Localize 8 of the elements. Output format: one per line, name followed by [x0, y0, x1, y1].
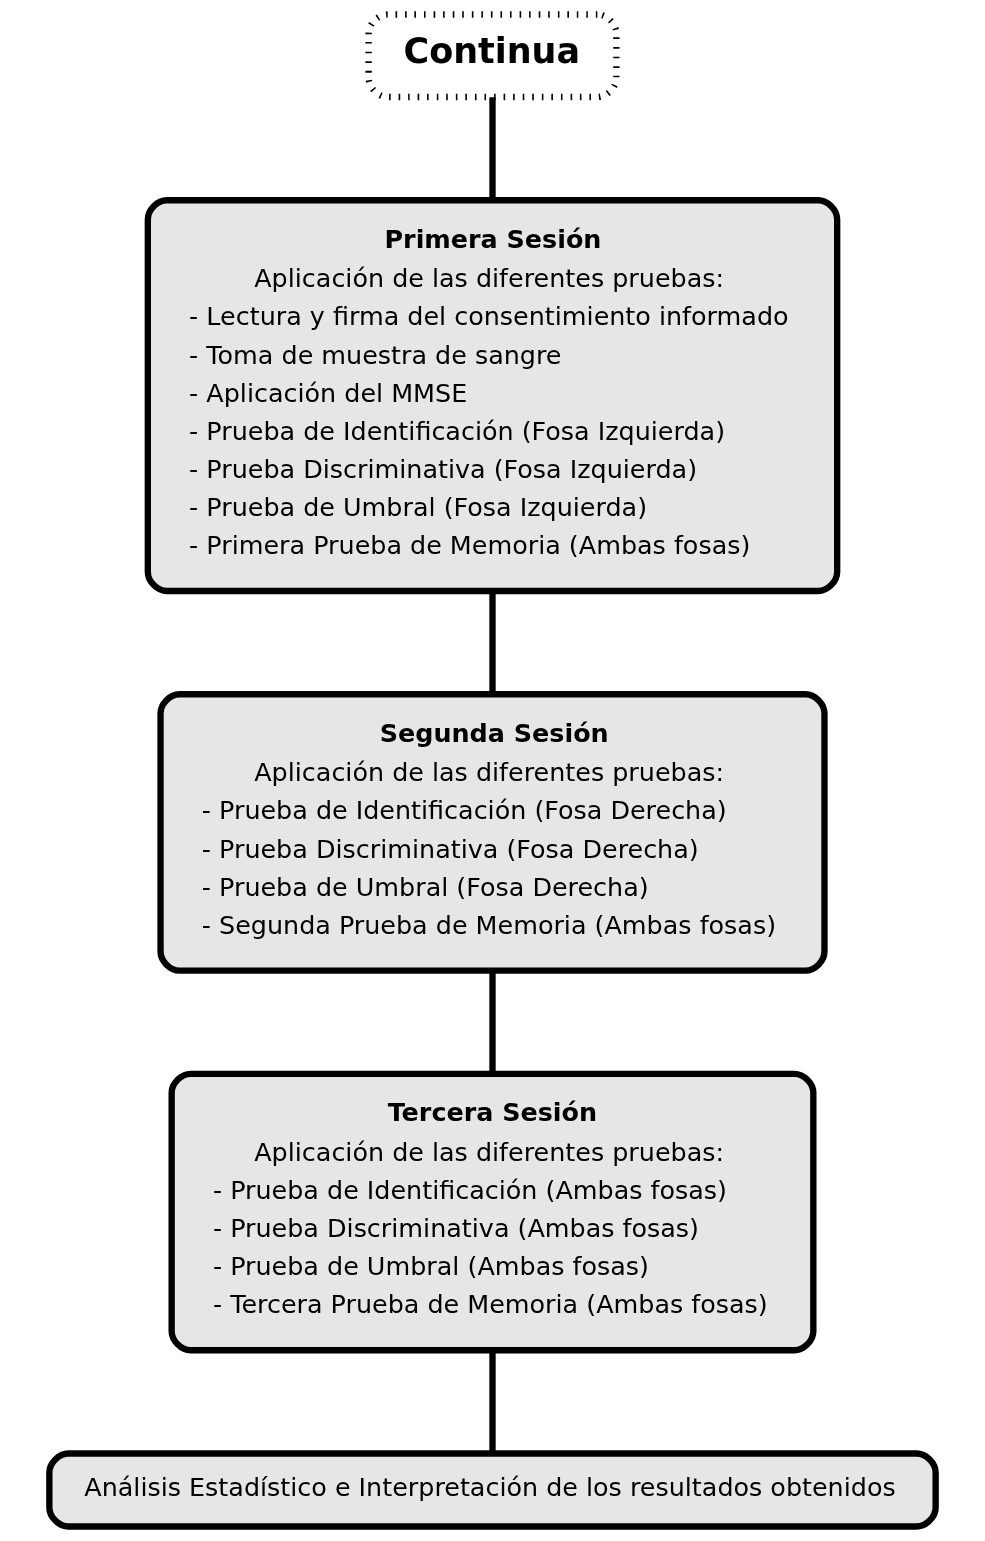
connector [489, 591, 496, 695]
connector [489, 971, 496, 1074]
connector [489, 1350, 496, 1453]
node-box: Segunda Sesión Aplicación de las diferentes pruebas: - Prueba de Identificación (Fosa Derecha) - Prueba Discriminativa (Fosa Derecha) - Prueba de Umbral (Fosa Derecha) - Segunda Prueba de Memoria (Ambas fosas) [157, 691, 828, 974]
node-box: Continua [365, 11, 620, 101]
node-box: Tercera Sesión Aplicación de las diferentes pruebas: - Prueba de Identificación (Ambas fosas) - Prueba Discriminativa (Ambas fosas) - Prueba de Umbral (Ambas fosas) - Tercera Prueba de Memoria (Ambas fosas) [168, 1070, 817, 1354]
node-box: Análisis Estadístico e Interpretación de los resultados obtenidos [46, 1450, 939, 1530]
node-box: Primera Sesión Aplicación de las diferentes pruebas: - Lectura y firma del consentimiento informado - Toma de muestra de sangre - Aplicación del MMSE - Prueba de Identificación (Fosa Izquierda) - Prueba Discriminativa (Fosa Izquierda) - Prueba de Umbral (Fosa Izquierda) - Primera Prueba de Memoria (Ambas fosas) [144, 197, 841, 595]
